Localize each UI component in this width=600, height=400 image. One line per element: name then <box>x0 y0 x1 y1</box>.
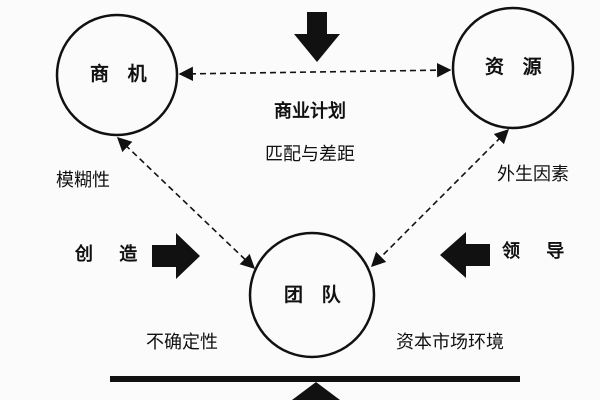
resources-label: 资 源 <box>485 56 548 78</box>
external-factors-label: 外生因素 <box>497 164 569 185</box>
right-arrow-icon <box>152 233 200 279</box>
fit-and-gap-label: 匹配与差距 <box>265 144 355 165</box>
balance-beam <box>110 376 520 382</box>
creativity-label: 创 造 <box>75 244 148 265</box>
capital-market-label: 资本市场环境 <box>396 332 504 353</box>
opportunity-team-connector <box>116 137 256 269</box>
down-arrow-icon <box>294 12 340 62</box>
opportunity-circle <box>55 13 179 137</box>
team-circle <box>248 231 376 359</box>
fulcrum-triangle-icon <box>292 382 340 400</box>
team-label: 团 队 <box>284 284 347 306</box>
ambiguity-label: 模糊性 <box>56 170 110 191</box>
opportunity-label: 商 机 <box>90 63 153 85</box>
leadership-label: 领 导 <box>502 241 575 262</box>
opportunity-resources-connector <box>178 62 452 82</box>
business-plan-label: 商业计划 <box>274 101 346 122</box>
uncertainty-label: 不确定性 <box>146 332 218 353</box>
resources-circle <box>451 6 575 130</box>
resources-team-connector <box>370 128 510 268</box>
left-arrow-icon <box>440 232 490 278</box>
